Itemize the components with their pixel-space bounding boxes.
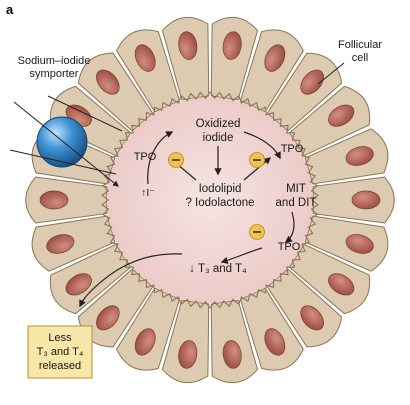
cell-nucleus — [345, 234, 374, 254]
arrow-iodolipid-inhibits-mit — [243, 157, 272, 181]
cell-nucleus — [222, 31, 242, 60]
tpo-label-right: TPO — [281, 143, 304, 155]
iodide-entry-arrow — [13, 101, 119, 187]
cell-nucleus — [65, 273, 92, 296]
sodium-iodide-symporter-sphere — [36, 116, 88, 168]
lumen-microvilli-border — [101, 91, 319, 309]
cell-nucleus — [345, 146, 374, 166]
cell-nucleus — [264, 44, 286, 72]
follicular-cell-label-line2: cell — [352, 52, 369, 64]
arrow-t3t4-release — [79, 253, 183, 308]
arrow-uptake-to-tpo — [147, 131, 174, 185]
oxidized-iodide-line1: Oxidized — [196, 118, 241, 130]
released-callout-box — [27, 325, 93, 379]
arrow-mit-to-tpo-bottom — [284, 211, 295, 243]
cell-nucleus — [134, 328, 156, 356]
follicular-cell-label-line1: Follicular — [338, 39, 382, 51]
mit-dit-label-line1: MIT — [286, 183, 306, 195]
released-label-line3: released — [39, 360, 81, 372]
inhibition-marker-bottom — [249, 224, 265, 240]
cell-nucleus — [328, 273, 355, 296]
tpo-label-bottom: TPO — [278, 241, 301, 253]
symporter-label-line1: Sodium–iodide — [18, 55, 91, 67]
cell-nucleus — [96, 305, 120, 331]
cell-nucleus — [46, 234, 75, 254]
iodolipid-label-line1: Iodolipid — [199, 183, 242, 195]
panel-letter: a — [6, 2, 14, 17]
follicle-lumen — [107, 97, 313, 303]
cell-nucleus — [134, 44, 156, 72]
symporter-pointer-line — [47, 95, 123, 132]
oxidized-iodide-line2: iodide — [203, 132, 234, 144]
inhibition-marker-left — [168, 152, 184, 168]
inhibition-marker-right — [249, 152, 265, 168]
follicular-cell-ring — [25, 16, 395, 384]
mit-dit-label-line2: and DIT — [276, 197, 317, 209]
cell-nucleus — [96, 69, 120, 95]
cell-nucleus — [222, 340, 242, 369]
cell-nucleus — [300, 69, 324, 95]
iodide-uptake-label: ↑I⁻ — [141, 187, 155, 199]
tpo-label-top: TPO — [134, 151, 157, 163]
cell-nucleus — [300, 305, 324, 331]
symporter-label-line2: symporter — [30, 68, 79, 80]
cell-nucleus — [178, 340, 198, 369]
released-label-line2: T₃ and T₄ — [37, 346, 84, 358]
cell-nucleus — [328, 104, 355, 127]
follicular-cell-pointer — [317, 62, 345, 85]
t3-t4-label: ↓ T₃ and T₄ — [189, 263, 247, 275]
iodolipid-label-line2: ? Iodolactone — [185, 197, 254, 209]
cell-nucleus — [351, 190, 381, 210]
cell-nucleus — [264, 328, 286, 356]
cell-nucleus — [178, 31, 198, 60]
arrow-tpo-to-t3t4 — [220, 247, 263, 264]
cell-nucleus — [39, 190, 69, 210]
arrow-oxidized-to-tpo-right — [243, 131, 281, 160]
released-label-line1: Less — [48, 332, 72, 344]
